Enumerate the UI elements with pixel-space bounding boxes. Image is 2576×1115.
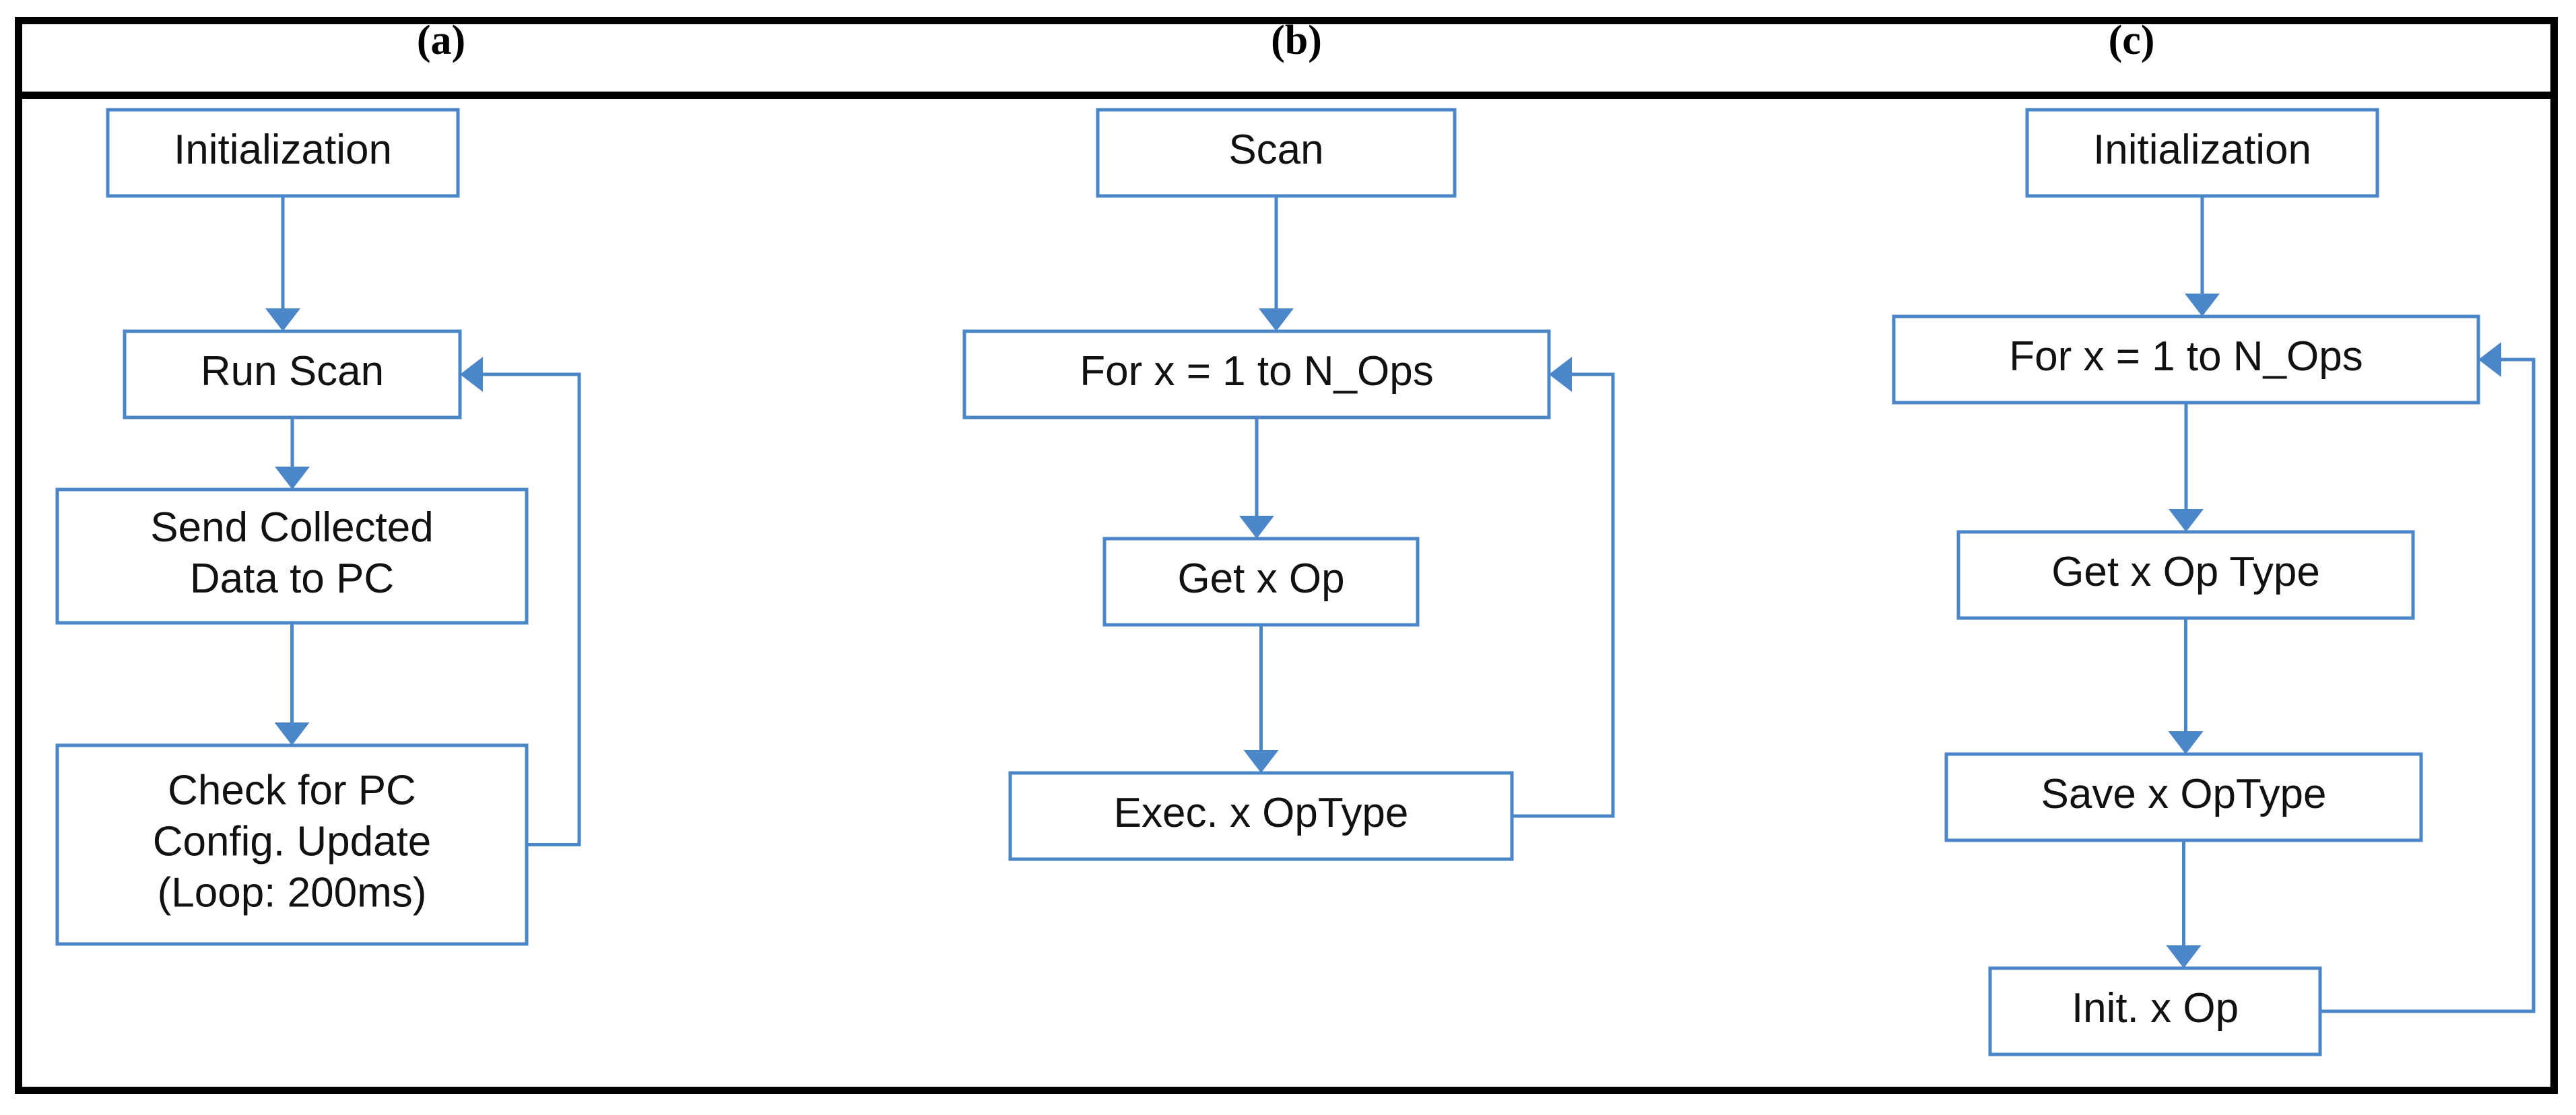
flow-node-label: Get x Op Type <box>2051 549 2320 595</box>
flow-node-label: Exec. x OpType <box>1114 790 1409 836</box>
flow-node-b3[interactable]: Get x Op <box>1102 537 1420 627</box>
flow-node-label: Run Scan <box>201 348 384 395</box>
flow-node-c1[interactable]: Initialization <box>2025 108 2379 198</box>
edge-b3-to-b4 <box>1243 625 1279 773</box>
edge-a4-to-a2 <box>460 357 581 846</box>
edge-c2-to-c3 <box>2169 403 2204 532</box>
edge-b1-to-b2 <box>1259 196 1294 331</box>
edges-layer <box>265 196 2536 1013</box>
edge-a1-to-a2 <box>265 196 300 331</box>
edge-c5-to-c2 <box>2320 342 2536 1013</box>
flow-node-label: For x = 1 to N_Ops <box>2009 333 2363 380</box>
flow-node-c4[interactable]: Save x OpType <box>1944 752 2423 842</box>
panel-label-a: (a) <box>416 18 466 63</box>
flow-node-label: Save x OpType <box>2041 771 2327 817</box>
flow-node-a2[interactable]: Run Scan <box>123 329 462 419</box>
flow-node-c5[interactable]: Init. x Op <box>1988 966 2322 1056</box>
figure-header-row <box>15 17 2558 99</box>
edge-a2-to-a3 <box>275 417 310 489</box>
edge-a3-to-a4 <box>274 623 310 745</box>
edge-c4-to-c5 <box>2166 840 2202 968</box>
flow-node-label: Scan <box>1228 127 1323 173</box>
edge-b4-to-b2 <box>1512 357 1615 818</box>
panel-label-c: (c) <box>2108 18 2155 63</box>
flow-node-label: Init. x Op <box>2072 985 2239 1032</box>
edge-c1-to-c2 <box>2185 196 2220 316</box>
flow-node-c2[interactable]: For x = 1 to N_Ops <box>1892 314 2480 405</box>
flow-node-c3[interactable]: Get x Op Type <box>1956 530 2415 620</box>
flow-node-a1[interactable]: Initialization <box>106 108 460 198</box>
flow-node-label: Initialization <box>2093 127 2311 173</box>
flow-node-b4[interactable]: Exec. x OpType <box>1008 771 1514 861</box>
flow-node-b1[interactable]: Scan <box>1096 108 1457 198</box>
edge-c3-to-c4 <box>2168 618 2204 754</box>
flow-node-label: Get x Op <box>1177 555 1344 602</box>
flow-node-label: Initialization <box>174 127 392 173</box>
edge-b2-to-b3 <box>1239 417 1274 539</box>
panel-label-b: (b) <box>1271 18 1322 63</box>
flow-node-label: For x = 1 to N_Ops <box>1080 348 1434 395</box>
flow-node-b2[interactable]: For x = 1 to N_Ops <box>962 329 1551 419</box>
